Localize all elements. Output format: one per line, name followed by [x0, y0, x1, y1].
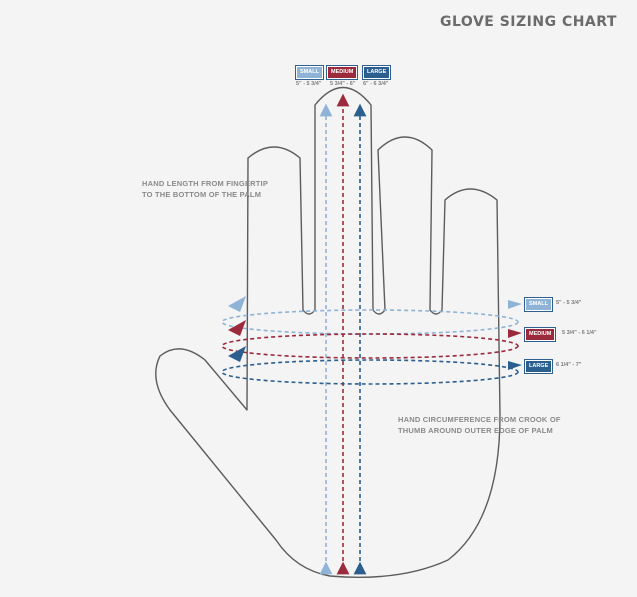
circumference-note-line-1: HAND CIRCUMFERENCE FROM CROOK OF — [398, 415, 561, 424]
circumference-note-line-2: THUMB AROUND OUTER EDGE OF PALM — [398, 426, 553, 435]
circumference-range-small: 5" - 5 3/4" — [556, 300, 582, 306]
loop-arrowhead-medium — [228, 320, 246, 336]
length-note: HAND LENGTH FROM FINGERTIP TO THE BOTTOM… — [142, 178, 268, 200]
badge-pointer-large — [508, 361, 522, 370]
length-range-medium: 5 3/4" - 6" — [330, 81, 356, 87]
length-badge-medium: MEDIUM — [327, 66, 358, 79]
loop-arrowhead-small — [228, 296, 246, 312]
circumference-note: HAND CIRCUMFERENCE FROM CROOK OF THUMB A… — [398, 414, 561, 436]
length-badge-large: LARGE — [363, 66, 391, 79]
circumference-range-large: 6 1/4" - 7" — [556, 362, 582, 368]
circumference-loop-small — [221, 309, 519, 335]
circumference-badge-small: SMALL — [525, 298, 552, 311]
circumference-badge-large: LARGE — [525, 360, 553, 373]
circumference-loop-medium — [221, 333, 519, 359]
chart-title: GLOVE SIZING CHART — [440, 14, 617, 30]
hand-outline — [155, 87, 501, 578]
length-note-line-1: HAND LENGTH FROM FINGERTIP — [142, 179, 269, 188]
loop-arrowhead-large — [228, 346, 246, 362]
circumference-range-medium: 5 3/4" - 6 1/4" — [562, 330, 597, 336]
circumference-loop-large — [221, 359, 519, 385]
badge-pointer-small — [508, 300, 522, 309]
length-note-line-2: TO THE BOTTOM OF THE PALM — [142, 190, 262, 199]
circumference-badge-medium: MEDIUM — [525, 328, 556, 341]
length-badge-small: SMALL — [296, 66, 323, 79]
length-range-small: 5" - 5 3/4" — [296, 81, 322, 87]
badge-pointer-medium — [508, 329, 522, 338]
length-range-large: 6" - 6 3/4" — [363, 81, 389, 87]
